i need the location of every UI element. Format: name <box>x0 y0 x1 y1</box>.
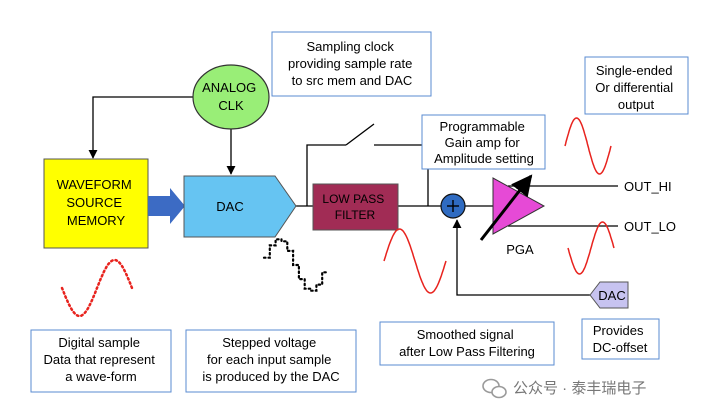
svg-text:Programmable Gain amp fo: Programmable Gain amp for Amplitude sett… <box>434 119 534 166</box>
stepped-voltage-wave <box>262 238 330 292</box>
digital-sample-line-1: Digital sample <box>58 335 140 350</box>
watermark-text: 公众号 · 泰丰瑞电子 <box>513 380 646 397</box>
out-lo-wave <box>567 221 615 275</box>
waveform-source-memory: WAVEFORM SOURCE MEMORY <box>43 158 149 249</box>
digital-sample-line-2: Data that represent <box>44 352 156 367</box>
offset-dac-label: DAC <box>598 288 625 303</box>
memory-label-line-3: MEMORY <box>67 213 126 228</box>
bypass-line <box>306 144 346 206</box>
offset-to-sum-line <box>452 219 590 296</box>
stepped-voltage-line-2: for each input sample <box>207 352 331 367</box>
low-pass-filter: LOW PASS FILTER <box>312 183 399 231</box>
bypass-switch <box>345 123 375 146</box>
dc-offset-dac: DAC <box>589 281 629 309</box>
svg-text:Single-ended Or differen: Single-ended Or differential output <box>595 63 676 112</box>
clk-to-memory-line <box>88 96 194 159</box>
out-lo-label: OUT_LO <box>624 219 676 234</box>
digital-sample-line-3: a wave-form <box>65 369 137 384</box>
output-type-line-3: output <box>618 97 655 112</box>
out-hi-wave <box>564 117 612 175</box>
svg-text:ANALOG CLK: ANALOG CLK <box>202 80 260 113</box>
digital-sample-wave <box>60 258 134 318</box>
smoothed-signal-line-2: after Low Pass Filtering <box>399 344 535 359</box>
plus-icon <box>447 200 459 212</box>
pga-gain-line-1: Programmable <box>440 119 525 134</box>
memory-label-line-2: SOURCE <box>66 195 122 210</box>
sampling-clock-line-1: Sampling clock <box>306 39 394 54</box>
smoothed-signal-wave <box>383 228 447 294</box>
out-hi-label: OUT_HI <box>624 179 672 194</box>
lpf-label-line-2: FILTER <box>335 208 376 222</box>
stepped-voltage-line-3: is produced by the DAC <box>202 369 339 384</box>
dac-block: DAC <box>183 175 297 238</box>
memory-label-line-1: WAVEFORM <box>57 177 132 192</box>
annotation-dc-offset: Provides DC-offset <box>581 318 660 360</box>
pga-gain-line-2: Gain amp for <box>445 135 521 150</box>
annotation-sampling-clock: Sampling clock providing sample rate to … <box>271 31 432 97</box>
wechat-icon <box>482 378 507 399</box>
waveforms <box>60 117 615 318</box>
svg-text:Sampling clock providing: Sampling clock providing sample rate to … <box>288 39 416 88</box>
svg-text:WAVEFORM SOURCE ME: WAVEFORM SOURCE MEMORY <box>57 177 136 228</box>
svg-text:LOW PASS FILTER: LOW PASS FILTER <box>322 192 387 222</box>
dac-label: DAC <box>216 199 243 214</box>
data-bus-arrow <box>148 188 185 224</box>
output-type-line-1: Single-ended <box>596 63 673 78</box>
dc-offset-line-2: DC-offset <box>593 340 648 355</box>
annotation-stepped-voltage: Stepped voltage for each input sample is… <box>185 329 357 393</box>
annotation-pga-gain: Programmable Gain amp for Amplitude sett… <box>421 114 546 170</box>
annotation-output-type: Single-ended Or differential output <box>584 56 689 115</box>
smoothed-signal-line-1: Smoothed signal <box>417 327 514 342</box>
svg-text:Provides DC-offset: Provides DC-offset <box>593 323 648 355</box>
stepped-voltage-line-1: Stepped voltage <box>222 335 316 350</box>
dc-offset-line-1: Provides <box>593 323 644 338</box>
pga-block: PGA <box>479 174 546 257</box>
svg-text:Digital sample Data that: Digital sample Data that represent a wav… <box>44 335 159 384</box>
sampling-clock-line-3: to src mem and DAC <box>292 73 413 88</box>
clk-label-line-2: CLK <box>218 98 244 113</box>
annotation-digital-sample: Digital sample Data that represent a wav… <box>30 329 172 393</box>
watermark: 公众号 · 泰丰瑞电子 <box>482 378 646 399</box>
clk-label-line-1: ANALOG <box>202 80 256 95</box>
pga-label: PGA <box>506 242 534 257</box>
pga-gain-arrow <box>479 174 533 241</box>
sampling-clock-line-2: providing sample rate <box>288 56 412 71</box>
output-type-line-2: Or differential <box>595 80 673 95</box>
pga-gain-line-3: Amplitude setting <box>434 151 534 166</box>
analog-clk: ANALOG CLK <box>192 64 270 130</box>
annotation-smoothed-signal: Smoothed signal after Low Pass Filtering <box>379 321 555 366</box>
svg-text:Smoothed signal after Lo: Smoothed signal after Low Pass Filtering <box>399 327 535 359</box>
lpf-label-line-1: LOW PASS <box>322 192 384 206</box>
svg-text:Stepped voltage for each: Stepped voltage for each input sample is… <box>202 335 339 384</box>
summing-node <box>440 193 466 219</box>
